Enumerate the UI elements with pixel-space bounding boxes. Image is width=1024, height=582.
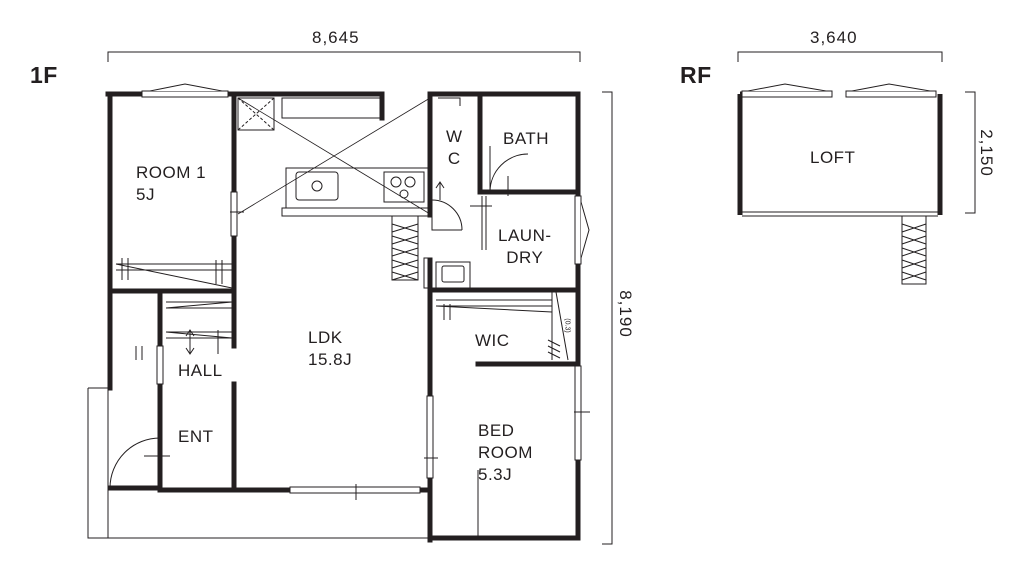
closets (115, 258, 569, 361)
ldk-size: 15.8J (308, 350, 353, 369)
bath-label: BATH (503, 129, 550, 148)
room1-label: ROOM 1 5J (136, 162, 206, 206)
loft-label: LOFT (810, 148, 856, 167)
dimension-1f-width: 8,645 (312, 28, 360, 47)
laundry-line1: LAUN- (498, 226, 552, 245)
exterior-thin-lines (87, 292, 430, 539)
floor-rf-label: RF (680, 62, 712, 88)
room1-name: ROOM 1 (136, 163, 207, 182)
windows (141, 83, 937, 494)
walls-rf (737, 91, 943, 215)
dimension-lines (107, 51, 976, 545)
wc-line1: W (446, 127, 463, 146)
wc-label: W C (446, 126, 463, 170)
room1-size: 5J (136, 185, 155, 204)
dimension-rf-width: 3,640 (810, 28, 858, 47)
bedroom-line2: ROOM (478, 443, 533, 462)
laundry-label: LAUN- DRY (498, 225, 552, 269)
dimension-rf-depth: 2,150 (976, 129, 996, 177)
wic-small-annotation: (0.3) (563, 318, 571, 333)
bedroom-label: BED ROOM 5.3J (478, 420, 533, 486)
wc-line2: C (447, 149, 461, 168)
ldk-label: LDK 15.8J (308, 327, 352, 371)
dimension-1f-depth: 8,190 (615, 290, 635, 338)
laundry-line2: DRY (506, 248, 544, 267)
bedroom-line1: BED (478, 421, 515, 440)
kitchen-fixtures (237, 97, 461, 217)
ldk-name: LDK (308, 328, 343, 347)
wic-label: WIC (475, 331, 510, 350)
hall-label: HALL (178, 361, 223, 380)
ent-label: ENT (178, 427, 214, 446)
stairs (391, 215, 927, 285)
floor-1f-label: 1F (30, 62, 58, 88)
bedroom-size: 5.3J (478, 465, 513, 484)
loft-floor-line (742, 211, 938, 217)
